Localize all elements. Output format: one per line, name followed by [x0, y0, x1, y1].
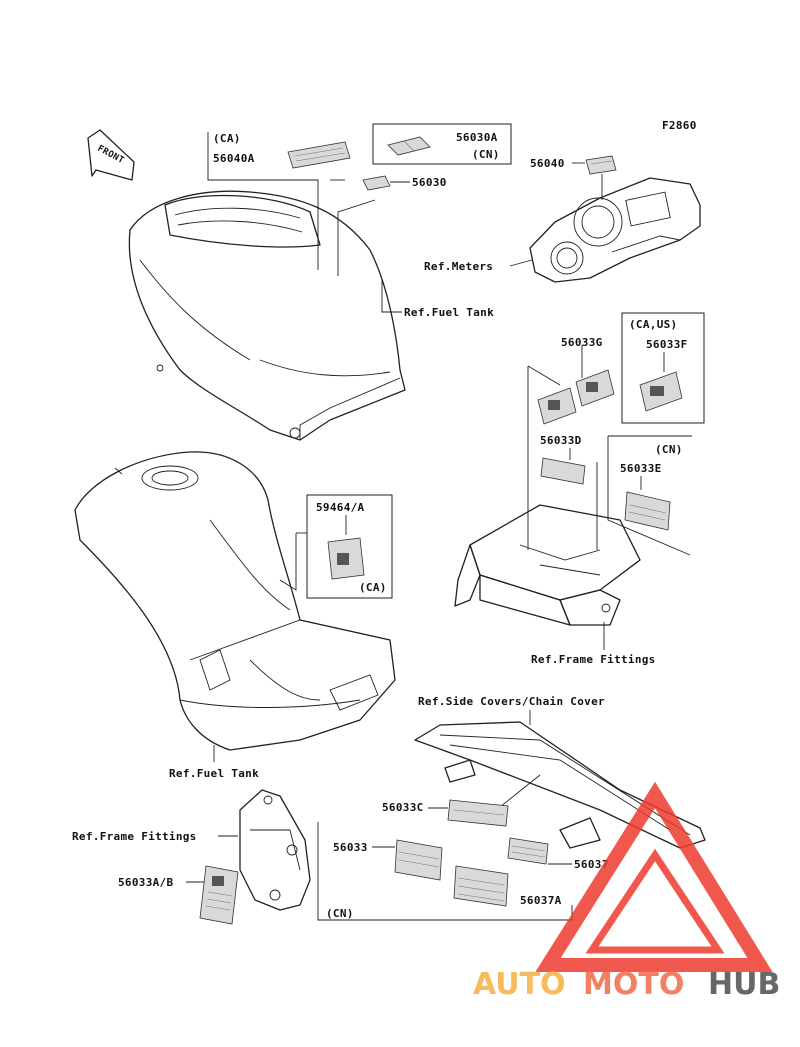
decal-56033F	[639, 371, 683, 412]
instrument-cluster-drawing	[529, 177, 701, 283]
ref-frame-fittings-mid: Ref.Frame Fittings	[531, 653, 656, 666]
ref-frame-fittings-bottom: Ref.Frame Fittings	[72, 830, 197, 843]
decal-56040	[585, 155, 617, 175]
chain-cover-drawing	[414, 721, 706, 849]
storage-tray-drawing	[454, 504, 641, 626]
part-56033G-label: 56033G	[561, 336, 603, 349]
part-56033AB-label: 56033A/B	[118, 876, 173, 889]
region-cn-bottom: (CN)	[326, 907, 354, 920]
decal-56033G	[537, 369, 615, 425]
ref-fuel-tank-top: Ref.Fuel Tank	[404, 306, 494, 319]
fuel-tank-cover-drawing	[128, 190, 406, 441]
box-56030A	[372, 123, 512, 165]
part-56030A-label: 56030A	[456, 131, 498, 144]
frame-bracket-drawing	[239, 789, 311, 911]
ref-fuel-tank-bottom: Ref.Fuel Tank	[169, 767, 259, 780]
region-ca-59464: (CA)	[359, 581, 387, 594]
box-56033F	[621, 312, 705, 424]
decal-59464	[327, 537, 365, 580]
part-56037-label: 56037	[574, 858, 609, 871]
decal-56030A	[387, 136, 431, 156]
decal-56033AB	[199, 865, 239, 925]
decal-56033E	[624, 491, 671, 531]
watermark-moto: MOTO	[583, 967, 684, 1002]
decal-56033D	[540, 457, 586, 485]
decal-56033	[394, 839, 443, 881]
region-ca-us: (CA,US)	[629, 318, 677, 331]
ref-side-covers: Ref.Side Covers/Chain Cover	[418, 695, 605, 708]
watermark-hub: HUB	[708, 967, 780, 1002]
part-56033-label: 56033	[333, 841, 368, 854]
part-56033E-label: 56033E	[620, 462, 662, 475]
front-label: FRONT	[96, 144, 126, 166]
part-56033D-label: 56033D	[540, 434, 582, 447]
fuel-tank-drawing	[74, 451, 396, 751]
figure-code: F2860	[662, 119, 697, 132]
region-cn-56030A: (CN)	[472, 148, 500, 161]
region-ca-56040A: (CA)	[213, 132, 241, 145]
region-cn-56033E: (CN)	[655, 443, 683, 456]
watermark-logo: AUTO MOTO HUB	[473, 781, 780, 1002]
watermark-auto: AUTO	[473, 967, 566, 1002]
decal-56037	[507, 837, 549, 865]
part-56033F-label: 56033F	[646, 338, 688, 351]
ref-meters: Ref.Meters	[424, 260, 493, 273]
box-59464	[306, 494, 393, 599]
part-56040-label: 56040	[530, 157, 565, 170]
decal-56040A	[287, 141, 351, 169]
front-arrow-icon: FRONT	[87, 129, 135, 181]
decal-56033C	[447, 799, 509, 827]
leader-56040A	[207, 132, 319, 270]
decal-56030	[362, 175, 391, 191]
part-59464-label: 59464/A	[316, 501, 365, 514]
part-56040A-label: 56040A	[213, 152, 255, 165]
part-56033C-label: 56033C	[382, 801, 424, 814]
part-56037A-label: 56037A	[520, 894, 562, 907]
part-56030-label: 56030	[412, 176, 447, 189]
decal-56037A	[453, 865, 509, 907]
